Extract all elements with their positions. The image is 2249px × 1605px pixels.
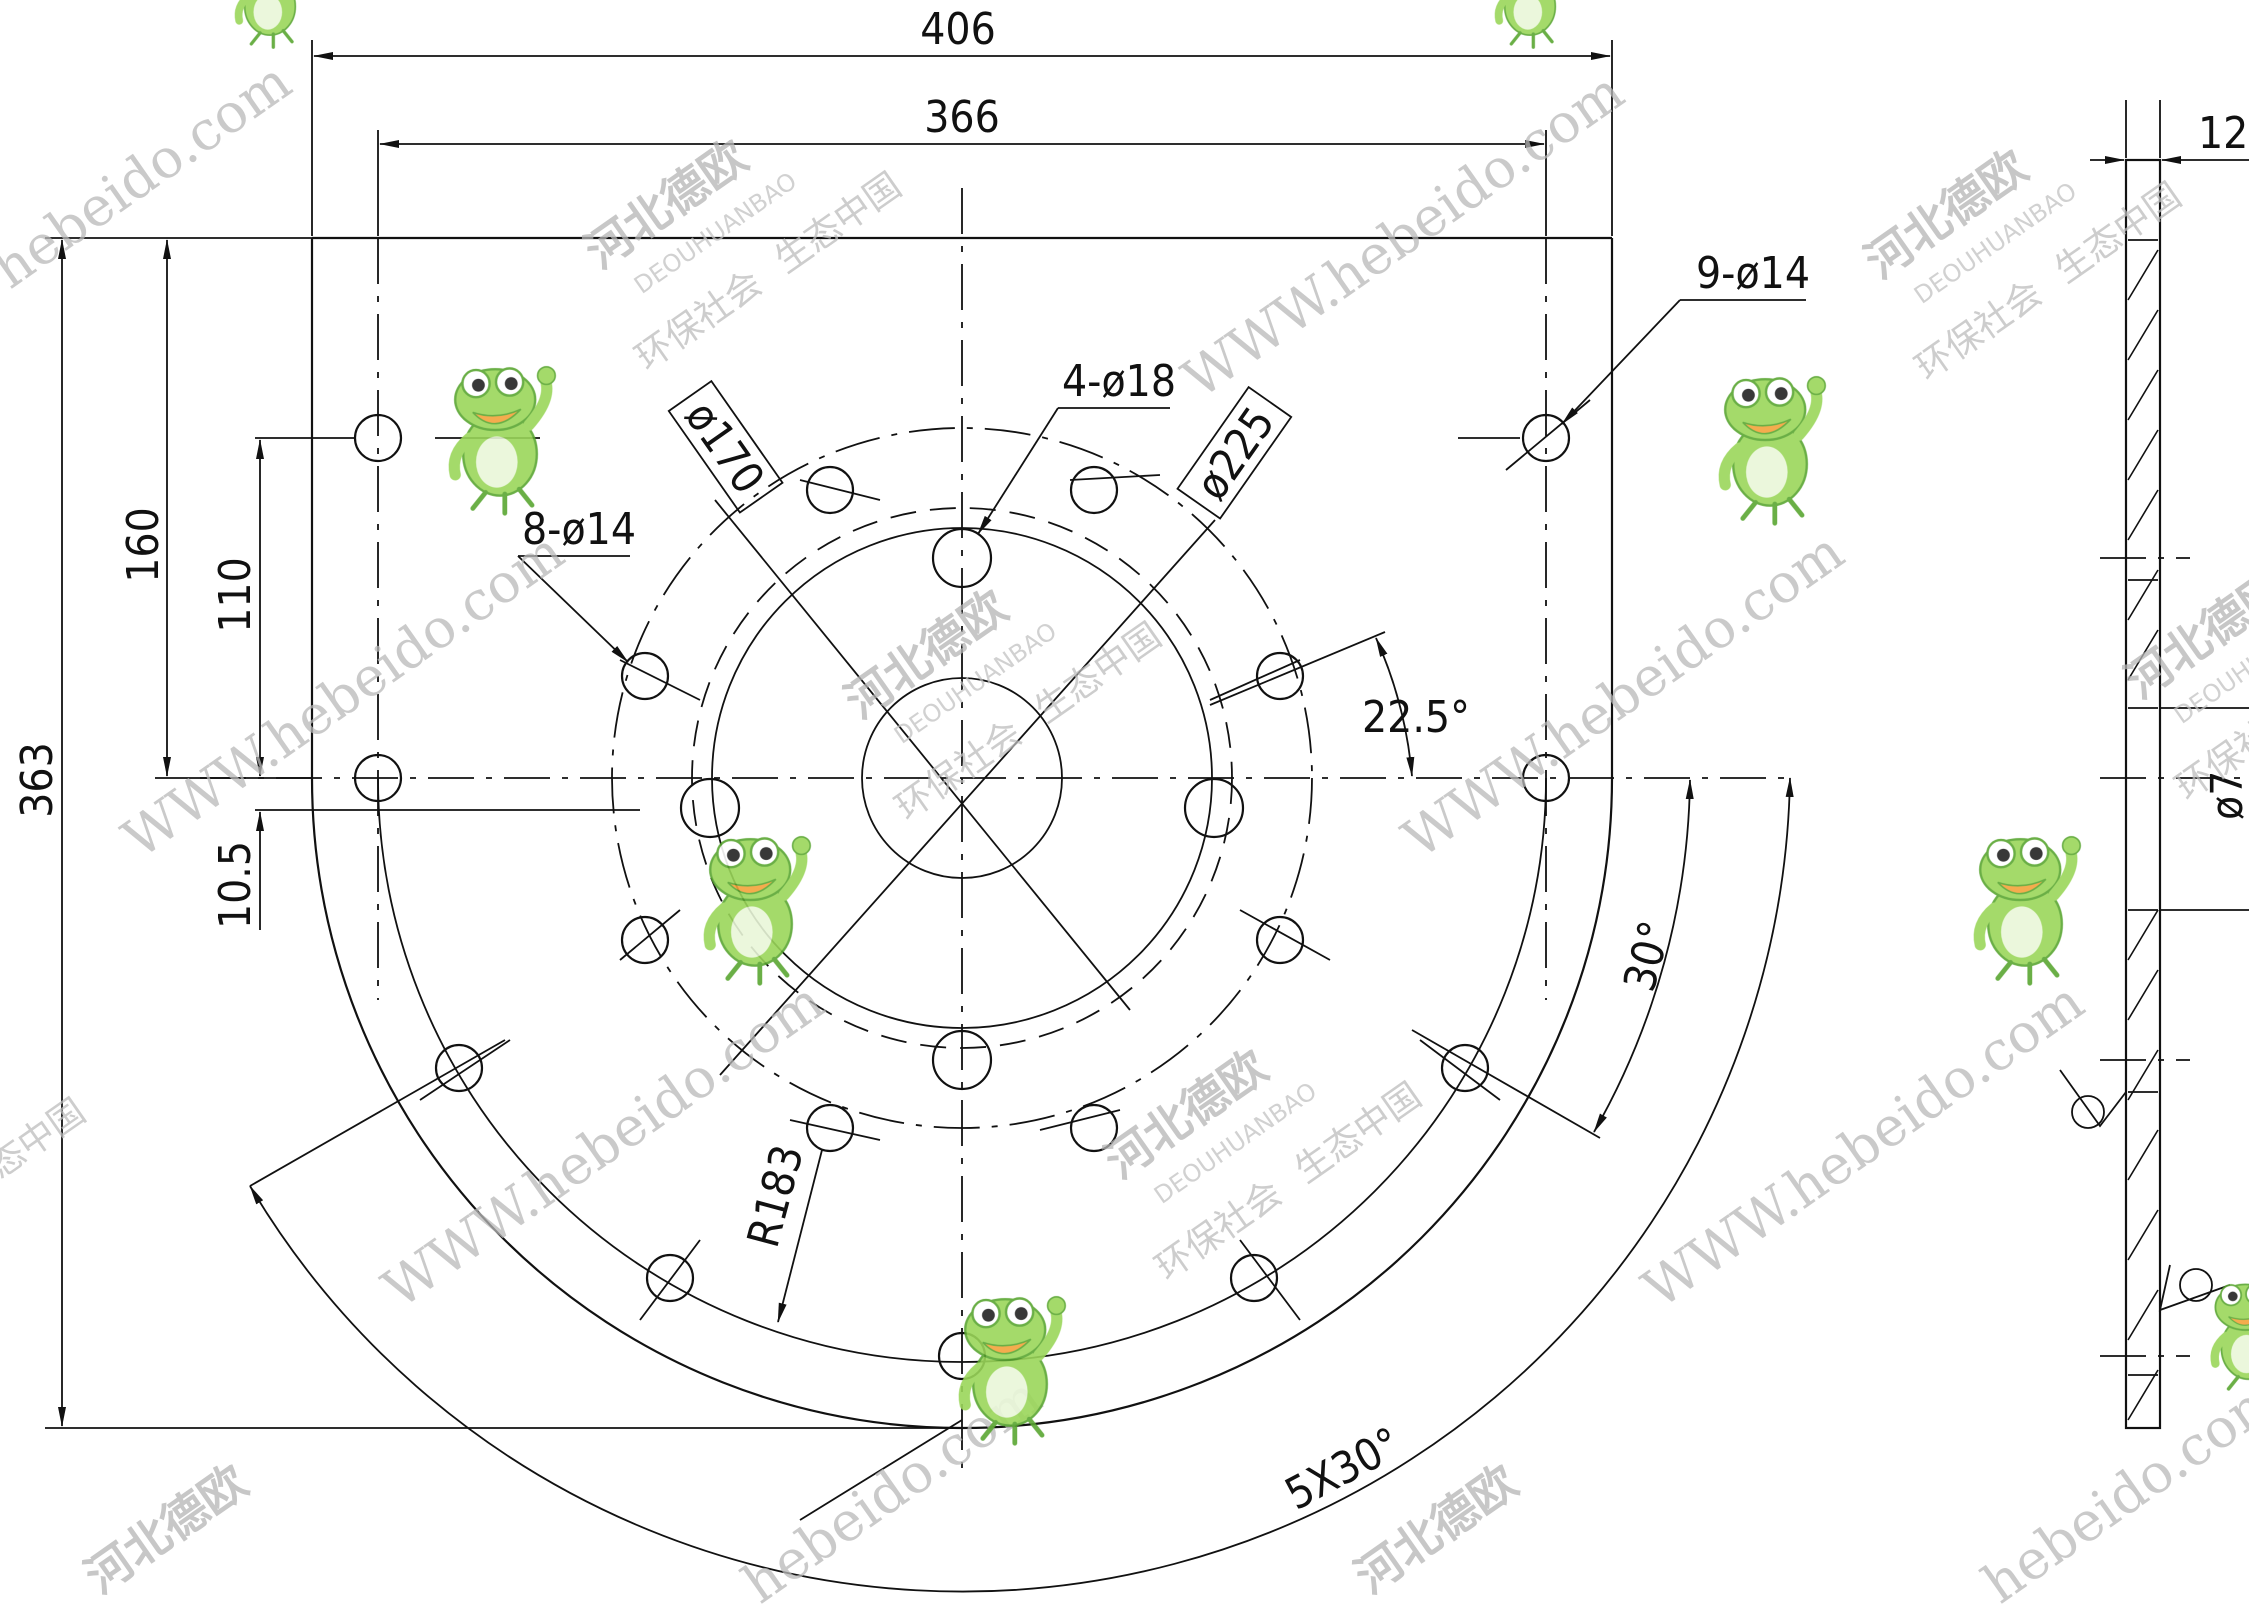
label-4-d18: 4-ø18 [1062,356,1176,407]
dim-160: 160 [118,507,169,583]
watermark-url: hebeido.com [0,50,302,301]
label-5x30: 5X30° [1277,1418,1409,1521]
frog-mascot-icon [1724,377,1825,523]
frog-mascot-icon [709,837,810,983]
frog-mascot-icon [239,0,308,47]
watermark-url: WWW.hebeido.com [1171,60,1635,411]
label-9-d14: 9-ø14 [1696,248,1810,299]
side-view: 12 ø7 [2059,100,2249,1430]
frog-mascot-icon [2215,1283,2249,1393]
frog-mascot-icon [1499,0,1568,47]
frog-mascot-icon [1979,837,2080,983]
label-8-d14: 8-ø14 [522,504,636,555]
dimensions: 406 366 363 160 110 10.5 9-ø14 4-ø18 8 [12,4,1810,1593]
watermark-url: WWW.hebeido.com [111,520,575,871]
label-30: 30° [1614,916,1681,997]
watermark-url: hebeido.com [1971,1365,2249,1605]
watermark-url: WWW.hebeido.com [1631,970,2095,1321]
dim-366: 366 [924,92,1000,143]
dim-side-d7: ø7 [2202,771,2249,820]
frog-mascot-icon [454,367,555,513]
dim-406: 406 [920,4,996,55]
watermarks: hebeido.com WWW.hebeido.com WWW.hebeido.… [0,50,2249,1605]
dim-110: 110 [210,557,261,633]
watermark-company: 河北德欧 [75,1454,257,1604]
dim-12: 12 [2198,108,2248,159]
watermark-slogan: 生态中国 [0,1091,93,1207]
label-22-5: 22.5° [1362,692,1470,743]
dim-10-5: 10.5 [210,841,261,929]
label-r183: R183 [738,1140,814,1253]
dim-363: 363 [12,742,63,818]
